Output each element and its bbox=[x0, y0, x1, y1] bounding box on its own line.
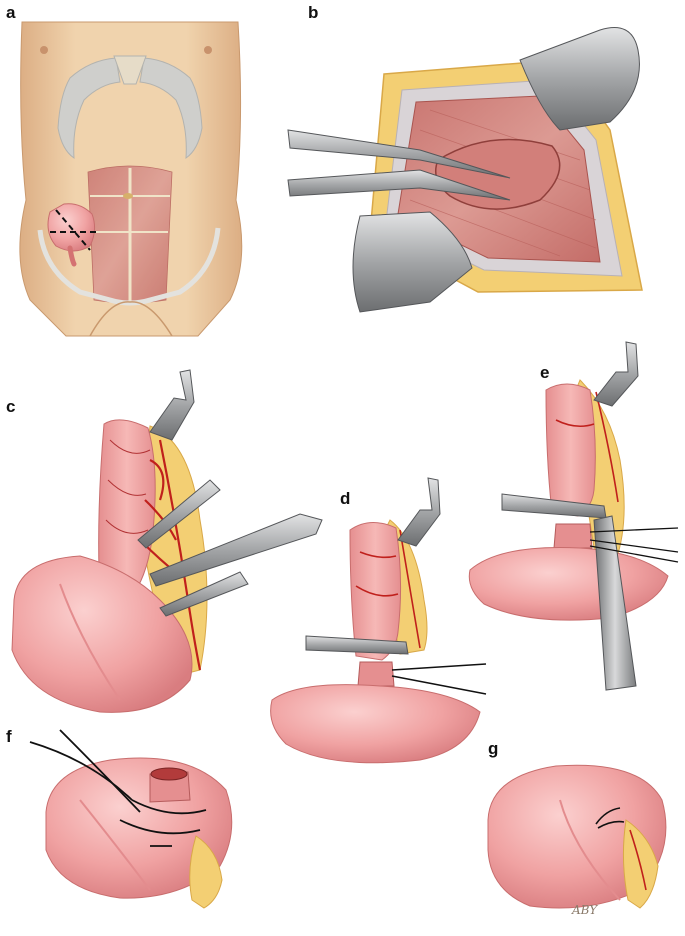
cecum-e bbox=[468, 547, 669, 621]
label-a: a bbox=[6, 3, 16, 22]
buried-stump-knot bbox=[595, 807, 625, 829]
panel-a-abdomen bbox=[19, 21, 243, 337]
babcock-clamp-d bbox=[397, 477, 441, 547]
ligature-threads-d bbox=[391, 663, 487, 695]
label-b: b bbox=[308, 3, 318, 22]
cecum-g bbox=[487, 764, 667, 909]
stump-lumen bbox=[150, 767, 188, 781]
cecum-fold-g bbox=[559, 799, 621, 901]
appendix-stump-d bbox=[357, 661, 395, 687]
scalpel bbox=[593, 515, 637, 691]
cecum-fold-f bbox=[79, 799, 151, 891]
ligature-threads-e bbox=[589, 527, 679, 563]
panel-b-incision bbox=[287, 27, 643, 313]
appendix-vessel-branches bbox=[105, 439, 151, 534]
vessels-g bbox=[629, 829, 647, 891]
appendix-stump-e bbox=[553, 523, 593, 549]
babcock-clamp-e bbox=[593, 341, 639, 407]
artist-signature: ABY bbox=[571, 903, 598, 917]
panel-f-purse-string bbox=[29, 729, 233, 909]
incision-line-2 bbox=[55, 209, 91, 251]
label-c: c bbox=[6, 397, 15, 416]
nipple-left bbox=[40, 46, 48, 54]
umbilicus bbox=[123, 193, 133, 199]
panel-d-clamp-base bbox=[270, 477, 487, 764]
vessels-e bbox=[555, 391, 619, 503]
groin-line bbox=[89, 301, 173, 337]
appendix bbox=[67, 245, 77, 267]
rib-cage-right bbox=[139, 57, 203, 159]
retractor-upper bbox=[519, 27, 640, 131]
panel-c-appendix-mesentery bbox=[11, 369, 323, 713]
retractor-lower bbox=[352, 211, 473, 313]
appendix-e bbox=[545, 383, 596, 517]
vessels-d bbox=[355, 529, 421, 649]
forceps-lower-jaw bbox=[287, 169, 511, 201]
needle-holder bbox=[149, 513, 323, 587]
rib-cage-left bbox=[57, 57, 121, 159]
nipple-right bbox=[204, 46, 212, 54]
hemostat-2 bbox=[159, 571, 249, 617]
mesentery-f bbox=[189, 835, 223, 909]
purse-string-suture bbox=[29, 729, 207, 847]
label-f: f bbox=[6, 727, 12, 746]
label-e: e bbox=[540, 363, 549, 382]
pelvis-outline bbox=[37, 227, 221, 306]
sternum-xiphoid bbox=[113, 55, 147, 85]
panel-g-inverted-stump bbox=[487, 764, 667, 909]
forceps-upper-jaw bbox=[287, 129, 511, 179]
label-g: g bbox=[488, 739, 498, 758]
cecum-fold bbox=[59, 583, 121, 701]
babcock-clamp bbox=[149, 369, 195, 441]
straight-clamp-d bbox=[305, 635, 409, 655]
label-d: d bbox=[340, 489, 350, 508]
panel-e-transection bbox=[468, 341, 679, 691]
cecum-d bbox=[270, 684, 481, 764]
hemostat-1 bbox=[137, 479, 221, 549]
cecum-c bbox=[11, 555, 193, 713]
